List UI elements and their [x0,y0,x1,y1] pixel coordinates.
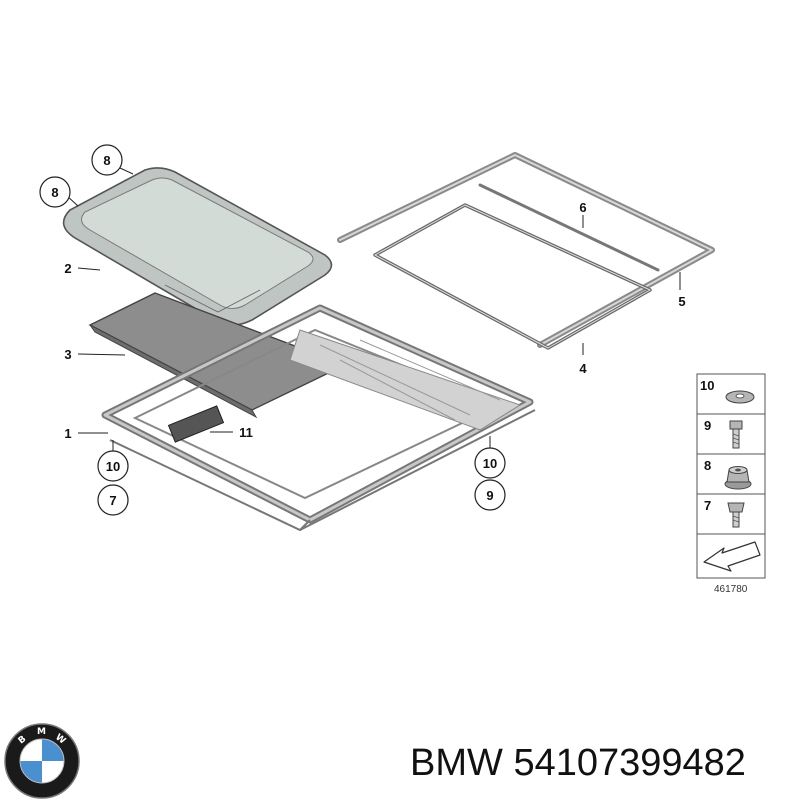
glass-panel [62,167,333,326]
logo-letter-m: M [37,727,46,737]
bolt-icon [729,420,743,449]
bmw-logo-icon: B M W [4,723,80,799]
deflector-strip [478,183,660,272]
sunblind [88,292,347,419]
callout-7-left: 7 [109,493,116,508]
callout-8-top: 8 [103,153,110,168]
screw-icon [727,502,745,528]
part-title: BMW 54107399482 [410,738,795,788]
outer-seal [337,152,715,348]
brand-name: BMW [410,742,503,784]
callout-circles [39,144,506,516]
logo-letter-b: B [17,734,29,746]
flange-nut-icon [724,466,752,490]
callout-5: 5 [678,294,685,309]
callout-1: 1 [64,426,71,441]
fastener-legend: 10 9 8 7 [696,373,766,595]
sunroof-frame [101,304,536,532]
washer-icon [725,390,755,404]
legend-number-10: 10 [700,378,714,393]
callout-2: 2 [64,261,71,276]
callout-10-left: 10 [106,459,120,474]
reference-number: 461780 [714,584,748,595]
legend-number-9: 9 [704,418,711,433]
callout-8-left: 8 [51,185,58,200]
callout-10-right: 10 [483,456,497,471]
arrow-icon [703,541,761,572]
callout-4: 4 [579,361,587,376]
inner-seal [373,203,652,350]
legend-number-7: 7 [704,498,711,513]
part-number: 54107399482 [513,742,746,784]
legend-number-8: 8 [704,458,711,473]
logo-letter-w: W [53,732,67,746]
callout-3: 3 [64,347,71,362]
callout-6: 6 [579,200,586,215]
callout-11: 11 [239,425,253,440]
callout-9-right: 9 [486,488,493,503]
